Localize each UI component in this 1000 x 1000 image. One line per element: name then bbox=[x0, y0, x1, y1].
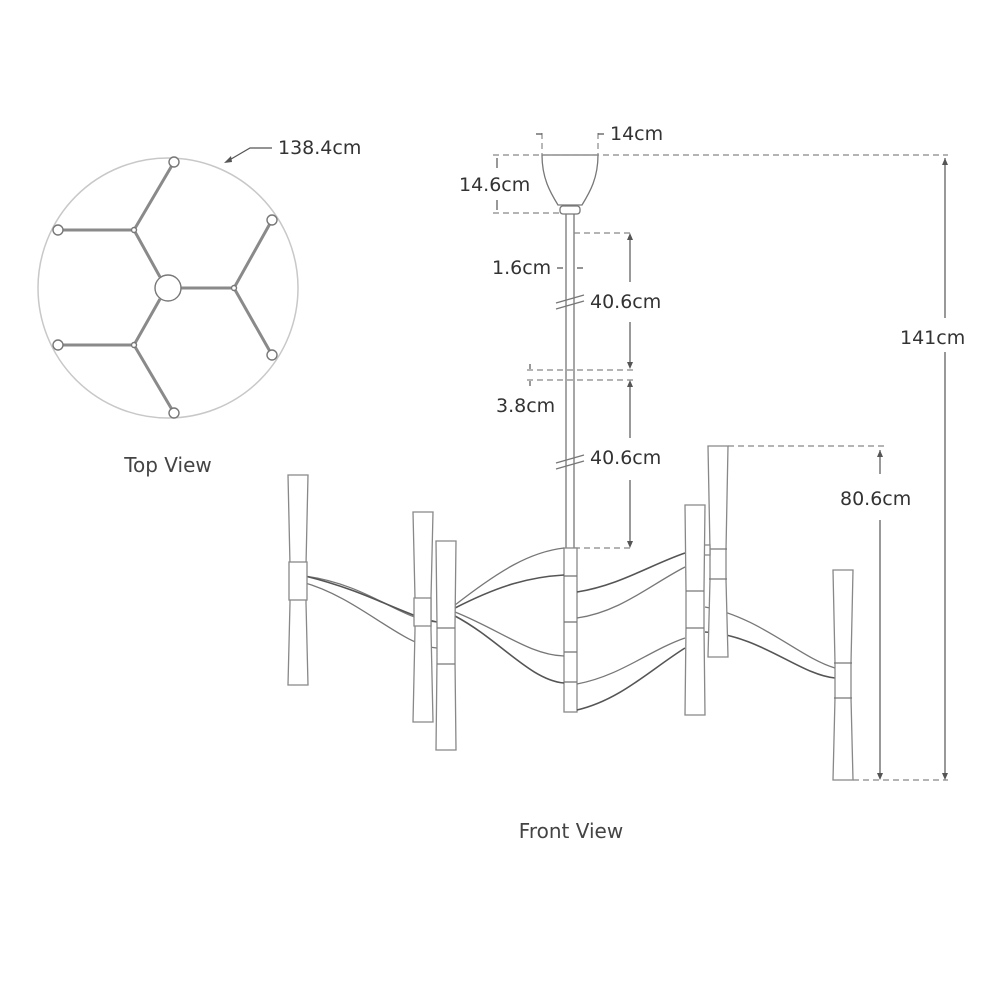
top-view-lamp-node bbox=[266, 349, 278, 361]
top-view-lamp-node bbox=[52, 224, 64, 236]
canopy-width-label: 14cm bbox=[610, 123, 663, 145]
overall-height-label: 141cm bbox=[900, 327, 965, 349]
coupling-label: 3.8cm bbox=[496, 395, 555, 417]
stem-diameter-label: 1.6cm bbox=[492, 257, 551, 279]
arrow-icon bbox=[224, 156, 232, 163]
canopy-height-label: 14.6cm bbox=[459, 174, 530, 196]
diameter-leader-line bbox=[225, 147, 272, 163]
lamp-column bbox=[412, 511, 434, 723]
top-view-diameter-label: 138.4cm bbox=[278, 137, 361, 159]
lamp-column bbox=[287, 474, 309, 686]
top-view-lamp-node bbox=[168, 156, 180, 168]
top-view-lamp-node bbox=[52, 339, 64, 351]
central-hub bbox=[563, 547, 578, 713]
top-view-caption: Top View bbox=[123, 453, 212, 477]
stem-break-mark bbox=[555, 454, 585, 470]
canopy-collar bbox=[559, 205, 581, 215]
stem-segment-2-label: 40.6cm bbox=[590, 447, 661, 469]
lamp-column bbox=[703, 445, 729, 658]
lamp-column bbox=[832, 569, 854, 781]
front-view: 14cm 14.6cm 1.6cm 40.6cm 3.8cm 40.6cm bbox=[287, 123, 965, 843]
top-view-lamp-node bbox=[168, 407, 180, 419]
stem-break-mark bbox=[555, 294, 585, 310]
top-view-outline-circle bbox=[37, 157, 299, 419]
top-view: 138.4cm Top View bbox=[37, 137, 361, 477]
lamp-column bbox=[684, 504, 706, 716]
fixture-height-label: 80.6cm bbox=[840, 488, 911, 510]
lamp-column bbox=[435, 540, 457, 751]
canopy bbox=[541, 154, 599, 206]
top-view-center-hub bbox=[154, 274, 182, 302]
stem-segment-1-label: 40.6cm bbox=[590, 291, 661, 313]
top-view-lamp-node bbox=[266, 214, 278, 226]
front-view-caption: Front View bbox=[519, 819, 623, 843]
